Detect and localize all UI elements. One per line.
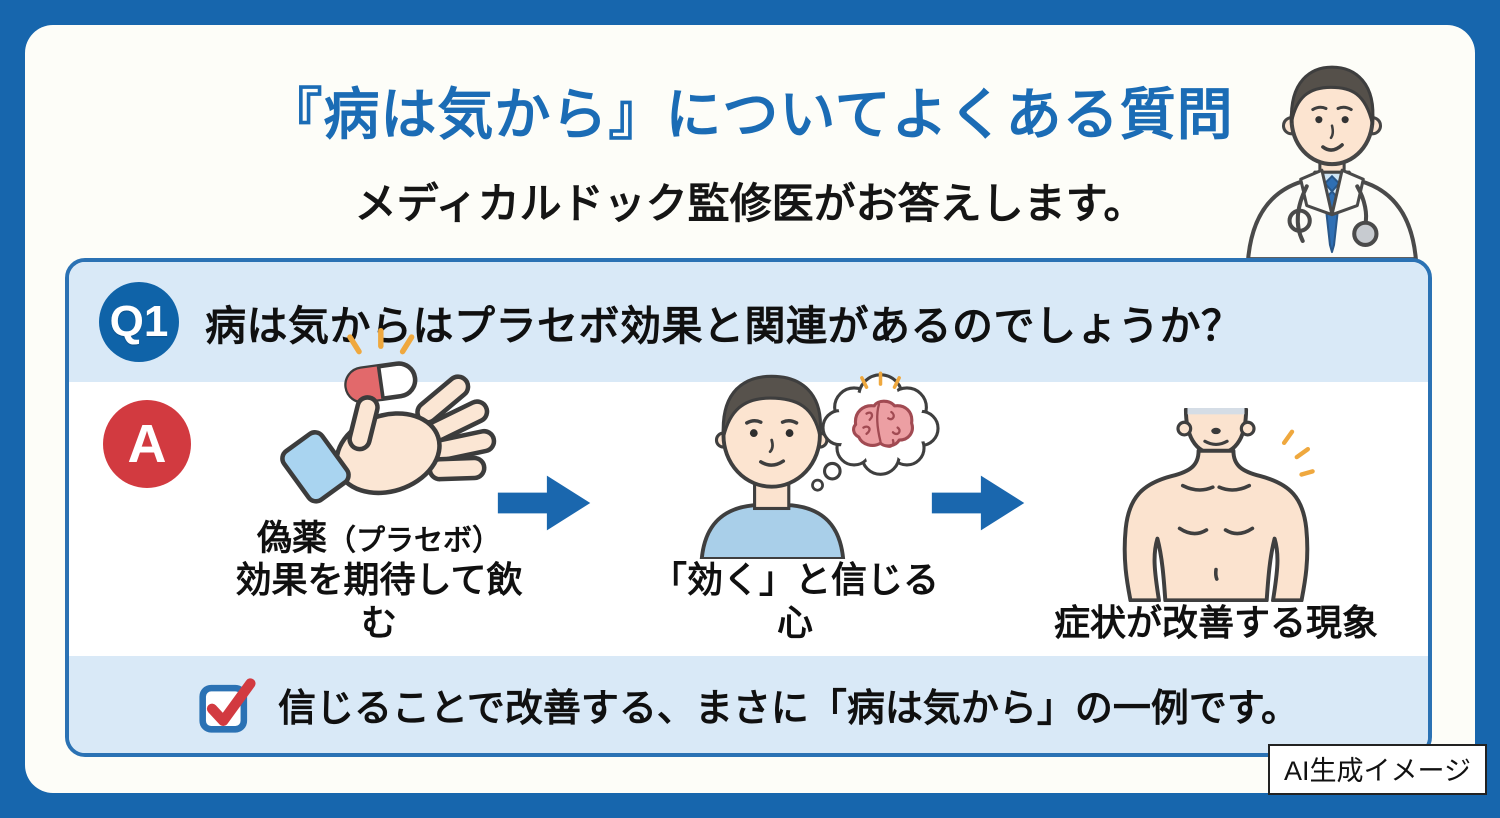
step-caption: 症状が改善する現象	[1053, 601, 1378, 643]
question-badge: Q1	[99, 282, 179, 362]
step-caption-strong: 偽薬	[256, 518, 327, 558]
step-caption: 偽薬（プラセボ）	[257, 518, 501, 559]
flow-arrow-icon	[497, 470, 593, 536]
step-caption-small: （プラセボ）	[327, 524, 502, 557]
conclusion-text: 信じることで改善する、まさに「病は気から」の一例です。	[277, 688, 1300, 730]
question-row: Q1 病は気からはプラセボ効果と関連があるのでしょうか？	[69, 262, 1428, 382]
flow-arrow-icon	[931, 470, 1027, 536]
hand-offering-pill-icon	[280, 327, 497, 504]
step-caption: 「効く」と信じる心	[650, 559, 939, 643]
doctor-illustration-icon	[1246, 65, 1418, 260]
answer-badge: A	[103, 400, 191, 488]
conclusion-row: 信じることで改善する、まさに「病は気から」の一例です。	[69, 656, 1428, 753]
question-text: 病は気からはプラセボ効果と関連があるのでしょうか？	[205, 303, 1243, 349]
answer-area: A	[69, 327, 1428, 656]
step-placebo: 偽薬（プラセボ） 効果を期待して飲む	[219, 327, 539, 644]
ai-generated-label: AI生成イメージ	[1268, 744, 1487, 795]
page-subtitle: メディカルドック監修医がお答えします。	[354, 180, 1146, 227]
step-improvement: 症状が改善する現象	[1051, 407, 1381, 644]
qa-panel: Q1 病は気からはプラセボ効果と関連があるのでしょうか？ A	[65, 258, 1432, 757]
checkbox-check-icon	[199, 677, 256, 733]
page-title: 『病は気から』についてよくある質問	[266, 83, 1234, 146]
step-caption: 効果を期待して飲む	[235, 559, 523, 643]
improving-torso-icon	[1122, 407, 1315, 602]
person-brain-thought-icon	[699, 371, 940, 560]
step-belief: 「効く」と信じる心	[637, 353, 953, 644]
